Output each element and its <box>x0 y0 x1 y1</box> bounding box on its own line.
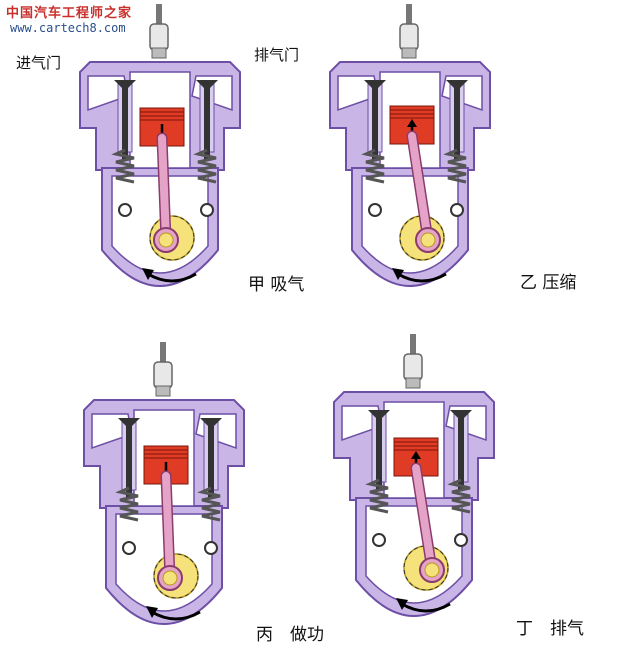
intake-spring-compression <box>361 148 385 184</box>
caption-power-stroke: 丙 做功 <box>256 625 324 645</box>
spark-plug-intake <box>149 23 169 51</box>
intake-valve-compression <box>364 80 386 160</box>
crank-path-compression <box>399 215 445 261</box>
intake-spring-intake <box>111 148 135 184</box>
spark-plug-wire-compression <box>406 4 412 26</box>
intake-spring-exhaust <box>365 478 389 514</box>
exhaust-valve-exhaust <box>450 410 472 490</box>
rotation-arrow-compression <box>397 272 447 283</box>
spark-plug-exhaust <box>403 353 423 381</box>
spark-plug-base-compression <box>401 47 417 59</box>
spark-plug-wire-exhaust <box>410 334 416 356</box>
connecting-rod-compression <box>408 132 432 244</box>
spark-plug-base-intake <box>151 47 167 59</box>
crank-path-power <box>153 553 199 599</box>
engine-exhaust <box>333 334 495 617</box>
watermark-url: www.cartech8.com <box>10 21 126 35</box>
spark-plug-wire-intake <box>156 4 162 26</box>
rotation-arrowhead-compression <box>392 268 404 280</box>
intake-valve-power <box>118 418 140 498</box>
rotation-arrowhead-power <box>146 606 158 618</box>
crank-pin-compression <box>420 232 436 248</box>
intake-valve-label: 进气门 <box>16 54 62 72</box>
crank-pin-exhaust <box>424 562 440 578</box>
exhaust-valve-intake <box>196 80 218 160</box>
exhaust-valve-label: 排气门 <box>254 46 300 64</box>
caption-intake-stroke: 甲 吸气 <box>248 275 305 295</box>
exhaust-cam-intake <box>200 203 214 217</box>
intake-spring-power <box>115 486 139 522</box>
exhaust-spring-compression <box>443 148 467 184</box>
crank-pin-power <box>162 570 178 586</box>
intake-cam-power <box>122 541 136 555</box>
exhaust-cam-compression <box>450 203 464 217</box>
engine-intake <box>79 4 241 287</box>
crank-path-exhaust <box>403 545 449 591</box>
spark-plug-base-exhaust <box>405 377 421 389</box>
rotation-arrow-power <box>151 610 201 621</box>
intake-valve-intake <box>114 80 136 160</box>
intake-cam-intake <box>118 203 132 217</box>
crank-pin-intake <box>158 232 174 248</box>
connecting-rod-intake <box>158 134 170 244</box>
connecting-rod-exhaust <box>412 464 436 574</box>
exhaust-cam-exhaust <box>454 533 468 547</box>
exhaust-spring-intake <box>193 148 217 184</box>
spark-plug-compression <box>399 23 419 51</box>
caption-compression-stroke: 乙 压缩 <box>520 273 577 293</box>
watermark-site-name: 中国汽车工程师之家 <box>6 6 133 21</box>
exhaust-valve-compression <box>446 80 468 160</box>
rotation-arrow-exhaust <box>401 602 451 613</box>
spark-plug-base-power <box>155 385 171 397</box>
piston-arrow-head-compression <box>407 119 417 127</box>
intake-valve-exhaust <box>368 410 390 490</box>
rotation-arrow-intake <box>147 272 197 283</box>
spark-plug-wire-power <box>160 342 166 364</box>
rotation-arrowhead-intake <box>142 268 154 280</box>
spark-plug-power <box>153 361 173 389</box>
intake-cam-compression <box>368 203 382 217</box>
caption-exhaust-stroke: 丁 排气 <box>516 619 584 639</box>
exhaust-valve-power <box>200 418 222 498</box>
exhaust-spring-power <box>197 486 221 522</box>
exhaust-cam-power <box>204 541 218 555</box>
engine-power <box>83 342 245 625</box>
engine-compression <box>329 4 491 287</box>
piston-arrow-head-exhaust <box>411 451 421 459</box>
intake-cam-exhaust <box>372 533 386 547</box>
exhaust-spring-exhaust <box>447 478 471 514</box>
crank-path-intake <box>149 215 195 261</box>
rotation-arrowhead-exhaust <box>396 598 408 610</box>
connecting-rod-power <box>162 472 174 582</box>
